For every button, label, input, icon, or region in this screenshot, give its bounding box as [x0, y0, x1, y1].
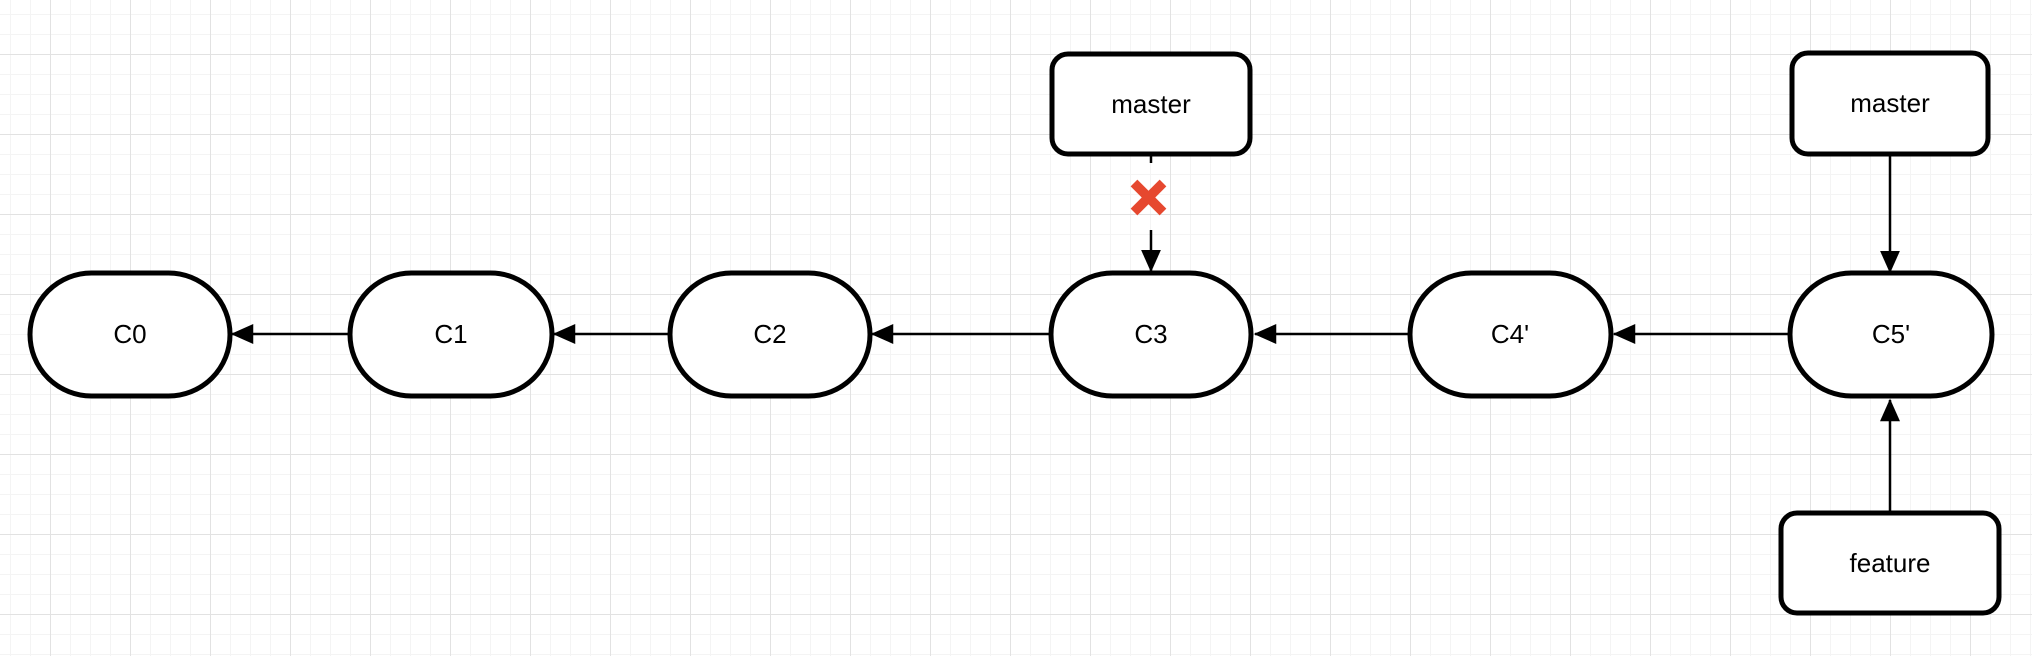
branch-box-master-right[interactable]: master — [1789, 50, 1991, 157]
commit-node-c0[interactable]: C0 — [27, 270, 233, 399]
branch-box-master-top[interactable]: master — [1049, 51, 1253, 157]
commit-label: C2 — [753, 319, 786, 349]
commit-node-c3[interactable]: C3 — [1048, 270, 1254, 399]
branch-label: master — [1850, 88, 1930, 118]
commit-label: C3 — [1134, 319, 1167, 349]
branch-label: master — [1111, 89, 1191, 119]
commit-node-c4p[interactable]: C4' — [1407, 270, 1614, 399]
commit-label: C4' — [1491, 319, 1529, 349]
commit-node-c2[interactable]: C2 — [667, 270, 873, 399]
commit-label: C0 — [113, 319, 146, 349]
edge-master-top-c3-deleted[interactable] — [1130, 155, 1167, 273]
commit-node-c5p[interactable]: C5' — [1787, 270, 1995, 399]
deleted-x-icon — [1130, 179, 1167, 216]
branch-label: feature — [1850, 548, 1931, 578]
commit-node-c1[interactable]: C1 — [347, 270, 555, 399]
commit-label: C1 — [434, 319, 467, 349]
branch-box-feature[interactable]: feature — [1778, 510, 2002, 616]
commit-label: C5' — [1872, 319, 1910, 349]
